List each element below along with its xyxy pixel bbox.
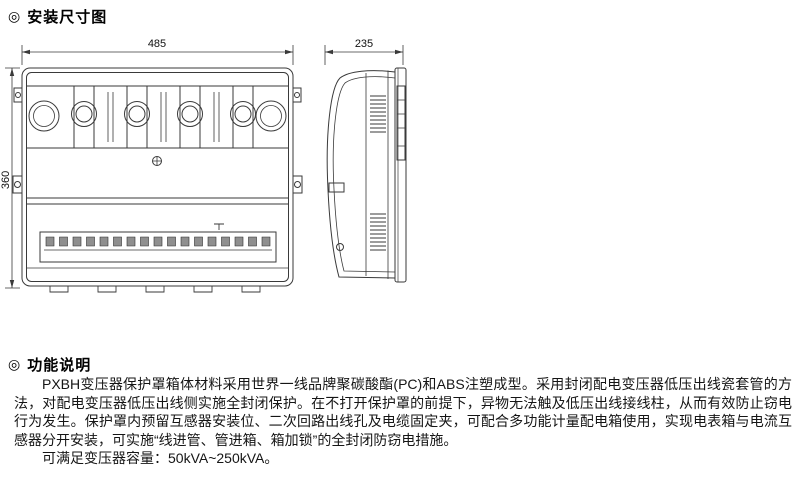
side-view-drawing — [324, 45, 407, 283]
dim-height-front — [5, 67, 20, 289]
panel-seams — [365, 70, 389, 279]
side-hole — [336, 243, 344, 251]
back-plate — [394, 67, 407, 283]
mounting-tabs — [12, 87, 303, 194]
corner-post-right — [255, 100, 287, 132]
front-view-drawing — [5, 45, 303, 293]
lower-cover — [27, 197, 288, 230]
center-screw — [152, 156, 162, 166]
dim-label-width-side: 235 — [355, 38, 373, 50]
corner-post-left — [28, 100, 60, 132]
section-title-functions: ◎ 功能说明 — [8, 354, 91, 375]
dim-label-width-front: 485 — [148, 38, 166, 50]
bullseye-icon: ◎ — [8, 8, 21, 24]
section-title-dimensions-text: 安装尺寸图 — [27, 9, 108, 26]
installation-dimension-drawing: 485 235 360 — [0, 38, 407, 293]
function-description-paragraph: PXBH变压器保护罩箱体材料采用世界一线品牌聚碳酸酯(PC)和ABS注塑成型。采… — [14, 376, 792, 448]
side-latch — [328, 182, 345, 193]
bottom-feet — [49, 285, 261, 293]
front-body-outer — [21, 67, 294, 287]
section-title-dimensions: ◎ 安装尺寸图 — [8, 6, 107, 27]
section-title-functions-text: 功能说明 — [27, 357, 92, 374]
capacity-note: 可满足变压器容量：50kVA~250kVA。 — [42, 450, 279, 466]
terminal-strip — [39, 231, 277, 263]
bushing-terminals — [71, 101, 256, 127]
bullseye-icon: ◎ — [8, 356, 21, 372]
function-description-block: PXBH变压器保护罩箱体材料采用世界一线品牌聚碳酸酯(PC)和ABS注塑成型。采… — [14, 375, 792, 468]
vent-slots — [370, 95, 386, 251]
dim-label-height-front: 360 — [0, 171, 12, 189]
bushing-zone — [27, 85, 288, 149]
profile-outer — [326, 70, 396, 279]
dim-width-front — [21, 45, 294, 65]
back-bracket — [396, 85, 406, 161]
profile-inner — [332, 76, 396, 273]
dim-width-side — [324, 45, 404, 65]
front-body-inner — [26, 72, 289, 282]
